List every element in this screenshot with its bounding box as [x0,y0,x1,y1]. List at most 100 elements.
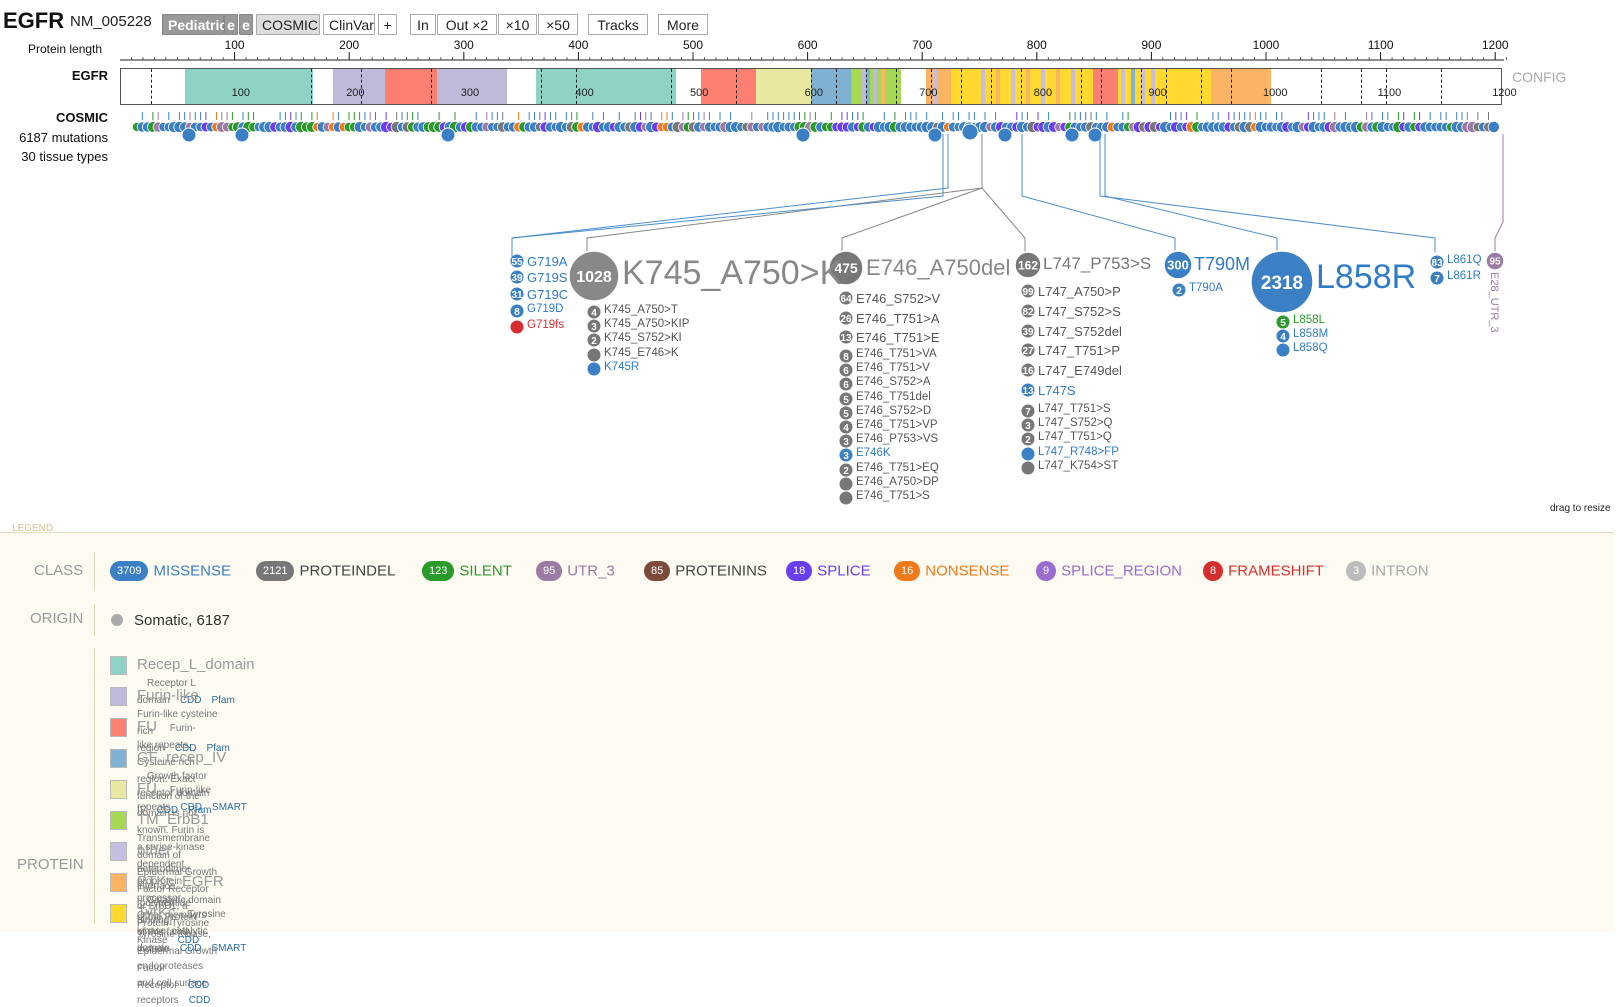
mutation-label[interactable]: L747_T751>S [1038,403,1111,415]
mutation-label[interactable]: L747S [1038,383,1076,398]
mutation-label[interactable]: L747_S752del [1038,323,1122,339]
domain-furin-like-2[interactable] [437,69,507,104]
domain-fu-2[interactable] [701,69,756,104]
domain-ptkc-egfr-2[interactable] [1211,69,1271,104]
mutation-hotspot-dot[interactable] [1087,127,1103,143]
mutation-small-bubble[interactable] [587,348,601,362]
domain-link-smart[interactable]: SMART [211,943,247,954]
mutation-bubble[interactable]: 95 [1485,251,1505,271]
mutation-label[interactable]: E746_P753>VS [856,433,939,446]
tracks-button[interactable]: Tracks [588,14,648,35]
mutation-small-bubble[interactable]: 2 [839,463,853,477]
zoom-out-2-button[interactable]: Out ×2 [437,14,497,35]
mutation-small-bubble[interactable]: 83 [1430,255,1444,269]
mutation-hotspot-dot[interactable] [997,127,1013,143]
mutation-small-bubble[interactable] [839,491,853,505]
l858-label[interactable]: L858R [1316,258,1417,296]
domain-link-pfam[interactable]: Pfam [206,743,230,754]
mutation-label[interactable]: G719A [527,254,568,269]
mutation-small-bubble[interactable]: 31 [510,287,524,301]
mutation-small-bubble[interactable]: 39 [510,270,524,284]
mutation-small-bubble[interactable]: 7 [1430,271,1444,285]
domain-link-cdd[interactable]: CDD [179,943,202,954]
mutation-small-bubble[interactable]: 3 [839,448,853,462]
mutation-label[interactable]: L747_E749del [1038,363,1122,379]
mutation-small-bubble[interactable]: 6 [839,363,853,377]
zoom-in-button[interactable]: In [410,14,436,35]
mutation-bubble[interactable]: 300 [1163,250,1193,280]
mutation-label[interactable]: E746_T751>E [856,330,940,345]
k745-label[interactable]: K745_A750>K [622,254,843,292]
domain-recep-l-1[interactable] [185,69,313,104]
mutation-small-bubble[interactable] [1021,447,1035,461]
mutation-label[interactable]: E746_T751>VA [856,348,937,360]
mutation-small-bubble[interactable]: 5 [839,392,853,406]
mutation-label[interactable]: L858L [1293,314,1325,326]
domain-other-red[interactable] [1093,69,1118,104]
mutation-small-bubble[interactable]: 8 [510,304,524,318]
mutation-label[interactable]: E746_T751>A [856,310,940,326]
e746-label[interactable]: E746_A750del [866,255,1011,280]
domain-gf-recep-iv[interactable] [811,69,851,104]
mutation-small-bubble[interactable]: 4 [587,305,601,319]
cosmic-button[interactable]: COSMIC [256,14,320,35]
domain-link-pfam[interactable]: Pfam [188,805,212,816]
l747-label[interactable]: L747_P753>S [1043,254,1152,273]
mutation-label[interactable]: L747_S752>S [1038,303,1121,319]
clinvar-button[interactable]: ClinVar [323,14,375,35]
mutation-small-bubble[interactable]: 2 [1172,283,1186,297]
domain-link-cdd[interactable]: CDD [188,995,211,1006]
mutation-bubble[interactable]: 162 [1014,251,1042,279]
zoom-out-50-button[interactable]: ×50 [538,14,578,35]
mutation-small-bubble[interactable]: 6 [839,377,853,391]
mutation-label[interactable]: K745_A750>T [604,304,678,316]
drag-resize-hint[interactable]: drag to resize [1550,503,1611,514]
domain-fu-1[interactable] [385,69,437,104]
mutation-small-bubble[interactable] [510,320,524,334]
mutation-label[interactable]: G719D [527,302,564,315]
mutation-label[interactable]: E746_S752>A [856,376,931,389]
mutation-label[interactable]: E746_T751>VP [856,419,938,431]
domain-link-cdd[interactable]: CDD [179,695,202,706]
mutation-small-bubble[interactable] [587,362,601,376]
mutation-label[interactable]: E746_T751>S [856,490,930,502]
mutation-small-bubble[interactable]: 8 [839,349,853,363]
mutation-hotspot-dot[interactable] [927,127,943,143]
config-link[interactable]: CONFIG [1512,69,1567,85]
domain-link-cdd[interactable]: CDD [156,805,179,816]
mutation-small-bubble[interactable]: 3 [587,319,601,333]
mutation-bubble[interactable]: 475 [828,250,864,286]
mutation-label[interactable]: L747_R748>FP [1038,445,1119,458]
mutation-label[interactable]: E746_T751del [856,390,931,403]
domain-furin-like[interactable] [333,69,385,104]
mutation-small-bubble[interactable]: 64 [839,291,853,305]
mutation-small-bubble[interactable] [1276,343,1290,357]
mutation-label[interactable]: G719S [527,270,568,286]
mutation-label[interactable]: G719fs [527,319,565,332]
pediatric-button[interactable]: Pediatric [162,14,227,35]
mutation-hotspot-dot[interactable] [181,127,197,143]
mutation-label[interactable]: E746_T751>V [856,362,930,375]
domain-fu-repeats[interactable] [756,69,811,104]
mutation-small-bubble[interactable]: 2 [1021,432,1035,446]
mutation-small-bubble[interactable]: 4 [839,420,853,434]
mutation-label[interactable]: L861R [1447,270,1481,282]
mutation-small-bubble[interactable]: 39 [1021,324,1035,338]
mutation-label[interactable]: L858M [1293,328,1329,340]
mutation-label[interactable]: T790A [1189,282,1223,294]
mutation-small-bubble[interactable]: 13 [1021,383,1035,397]
mutation-small-bubble[interactable]: 5 [839,406,853,420]
mutation-label[interactable]: L747_A750>P [1038,284,1121,299]
mutation-hotspot-dot[interactable] [795,127,811,143]
mutation-label[interactable]: E746_S752>D [856,404,932,417]
